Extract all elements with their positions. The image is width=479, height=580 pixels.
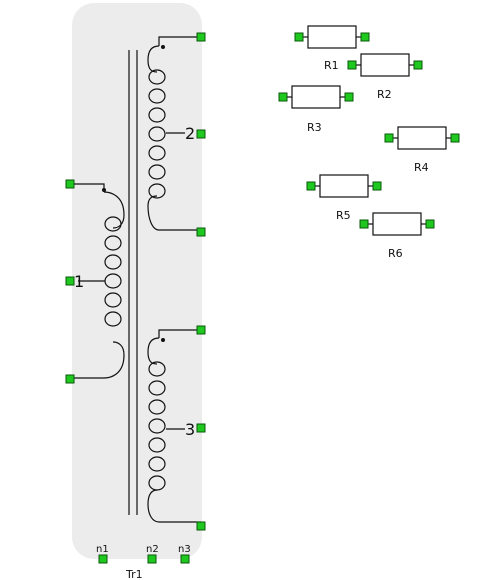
resistor-r5-label: R5: [336, 209, 351, 222]
resistor-r3-body[interactable]: [291, 85, 341, 109]
secondary-winding-2-loop: [148, 126, 166, 142]
tr1-secondary2-top-pin[interactable]: [196, 32, 206, 42]
resistor-r3-label: R3: [307, 121, 322, 134]
secondary-winding-2-label: 2: [185, 124, 195, 143]
resistor-r5-pin-right[interactable]: [372, 181, 382, 191]
tr1-secondary3-top-pin[interactable]: [196, 325, 206, 335]
node-n3-pin[interactable]: [180, 554, 190, 564]
resistor-r4-pin-left[interactable]: [384, 133, 394, 143]
resistor-r2-pin-left[interactable]: [347, 60, 357, 70]
resistor-r4[interactable]: R4: [384, 126, 460, 174]
secondary-winding-3: 3: [147, 329, 201, 523]
node-n3-label: n3: [178, 544, 191, 555]
tr1-secondary3-tap-pin[interactable]: [196, 423, 206, 433]
primary-winding-loop: [104, 235, 122, 251]
secondary-winding-2-loop: [148, 183, 166, 199]
secondary-winding-2-loop: [148, 88, 166, 104]
secondary-winding-3-label: 3: [185, 420, 195, 439]
secondary-winding-3-loop: [148, 399, 166, 415]
resistor-r2-body[interactable]: [360, 53, 410, 77]
secondary3-polarity-dot: [161, 338, 165, 342]
tr1-secondary3-bottom-pin[interactable]: [196, 521, 206, 531]
resistor-r2[interactable]: R2: [347, 53, 423, 101]
resistor-r3[interactable]: R3: [278, 85, 354, 134]
node-n1-label: n1: [96, 544, 109, 555]
primary-winding: 1: [70, 183, 125, 379]
resistor-r6-pin-right[interactable]: [425, 219, 435, 229]
tr1-secondary2-bottom-pin[interactable]: [196, 227, 206, 237]
resistor-r3-pin-right[interactable]: [344, 92, 354, 102]
resistor-r5[interactable]: R5: [306, 174, 382, 222]
secondary-winding-2: 2: [147, 36, 201, 231]
resistor-r6-label: R6: [388, 247, 403, 260]
resistor-r4-body[interactable]: [397, 126, 447, 150]
transformer-tr1[interactable]: 1 2 3: [65, 3, 206, 580]
secondary-winding-3-loop: [148, 361, 166, 377]
node-n2-pin[interactable]: [147, 554, 157, 564]
resistor-r3-pin-left[interactable]: [278, 92, 288, 102]
secondary-winding-2-loop: [148, 145, 166, 161]
resistor-r6-pin-left[interactable]: [359, 219, 369, 229]
primary-winding-loop: [104, 254, 122, 270]
primary-winding-loop: [104, 311, 122, 327]
resistor-r1-label: R1: [324, 59, 339, 72]
primary-winding-loop: [104, 292, 122, 308]
secondary2-polarity-dot: [161, 45, 165, 49]
tr1-primary-tap-pin[interactable]: [65, 276, 75, 286]
secondary-winding-3-loop: [148, 418, 166, 434]
resistor-r2-pin-right[interactable]: [413, 60, 423, 70]
secondary-winding-3-loop: [148, 456, 166, 472]
resistor-r6-body[interactable]: [372, 212, 422, 236]
secondary-winding-2-loop: [148, 69, 166, 85]
resistor-r4-pin-right[interactable]: [450, 133, 460, 143]
secondary-winding-2-loop: [148, 164, 166, 180]
secondary-winding-2-loop: [148, 107, 166, 123]
node-n1-pin[interactable]: [98, 554, 108, 564]
resistor-r6[interactable]: R6: [359, 212, 435, 260]
tr1-primary-top-pin[interactable]: [65, 179, 75, 189]
primary-winding-loop: [104, 216, 122, 232]
tr1-secondary2-tap-pin[interactable]: [196, 129, 206, 139]
tr1-primary-bottom-pin[interactable]: [65, 374, 75, 384]
resistor-r1-pin-right[interactable]: [360, 32, 370, 42]
resistor-r4-label: R4: [414, 161, 429, 174]
primary-polarity-dot: [102, 188, 106, 192]
primary-winding-label: 1: [74, 272, 84, 291]
resistor-r5-body[interactable]: [319, 174, 369, 198]
resistor-r1-body[interactable]: [307, 25, 357, 49]
transformer-label: Tr1: [125, 568, 143, 580]
secondary-winding-3-loop: [148, 380, 166, 396]
resistor-r1[interactable]: R1: [294, 25, 370, 72]
resistor-r1-pin-left[interactable]: [294, 32, 304, 42]
resistor-r2-label: R2: [377, 88, 392, 101]
resistor-r5-pin-left[interactable]: [306, 181, 316, 191]
node-n2-label: n2: [146, 544, 159, 555]
secondary-winding-3-loop: [148, 437, 166, 453]
